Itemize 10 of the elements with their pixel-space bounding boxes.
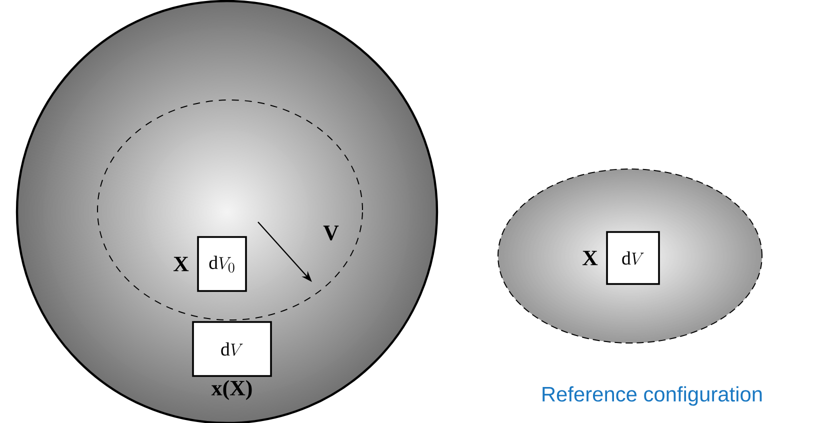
volume-box: $\mathrm{d}V$ bbox=[192, 321, 272, 377]
volume-box: $\mathrm{d}V$ bbox=[606, 231, 660, 285]
symbol-label: X bbox=[582, 250, 598, 266]
dashed-circle bbox=[97, 100, 363, 320]
volume-box: $\mathrm{d}V_0$ bbox=[197, 236, 247, 292]
symbol-label: x(X) bbox=[211, 380, 252, 400]
reference-circle bbox=[498, 168, 762, 344]
symbol-label: X bbox=[173, 256, 189, 272]
vector-label: V bbox=[323, 226, 339, 240]
caption-text: Reference configuration bbox=[542, 386, 762, 406]
